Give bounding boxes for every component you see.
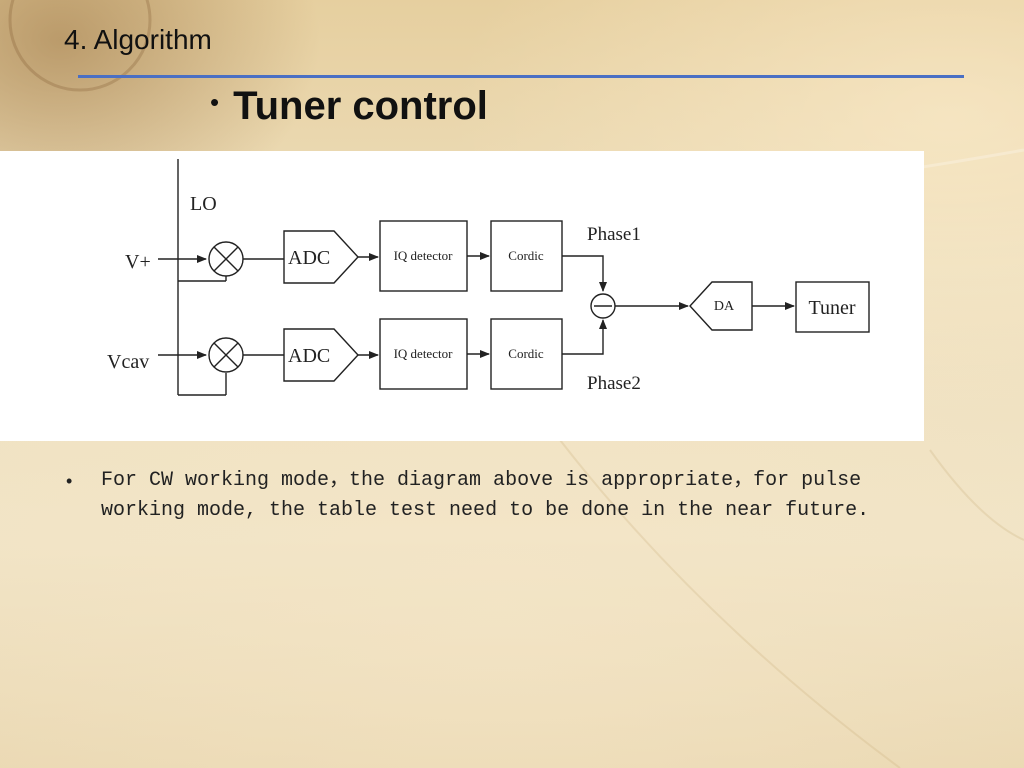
adc-bottom-label: ADC — [288, 345, 330, 367]
note-text: For CW working mode，the diagram above is… — [101, 469, 870, 522]
cordic-bottom-label: Cordic — [508, 346, 544, 361]
cordic-top-label: Cordic — [508, 248, 544, 263]
vplus-label: V+ — [125, 251, 151, 273]
section-label: 4. Algorithm — [64, 24, 212, 55]
mixer-top-x2 — [213, 246, 239, 272]
phase2-arrow — [562, 319, 607, 355]
slide-title: Tuner control — [233, 84, 488, 128]
phase1-label: Phase1 — [587, 224, 641, 245]
iq-top-label: IQ detector — [394, 248, 454, 263]
adc-top-block — [283, 230, 359, 284]
tuner-label: Tuner — [808, 297, 855, 319]
block-diagram-svg: LO V+ Vcav ADC ADC IQ detector IQ detect… — [107, 159, 870, 396]
tuner-block — [795, 281, 870, 333]
block-diagram: LO V+ Vcav ADC ADC IQ detector IQ detect… — [0, 151, 924, 441]
title-divider — [78, 75, 964, 78]
note-bullet: • — [66, 471, 73, 491]
slide-title-row: • Tuner control — [210, 84, 488, 129]
note-bullet-item: • For CW working mode，the diagram above … — [66, 466, 926, 526]
title-bullet: • — [210, 87, 220, 117]
lo-label: LO — [190, 193, 217, 215]
adc-top-label: ADC — [288, 247, 330, 269]
iq-bottom-label: IQ detector — [394, 346, 454, 361]
mixer-bottom-x2 — [213, 342, 239, 368]
da-label: DA — [714, 299, 735, 314]
vcav-label: Vcav — [107, 351, 149, 373]
adc-bottom-block — [283, 328, 359, 382]
phase1-arrow — [562, 255, 607, 292]
phase2-label: Phase2 — [587, 373, 641, 394]
